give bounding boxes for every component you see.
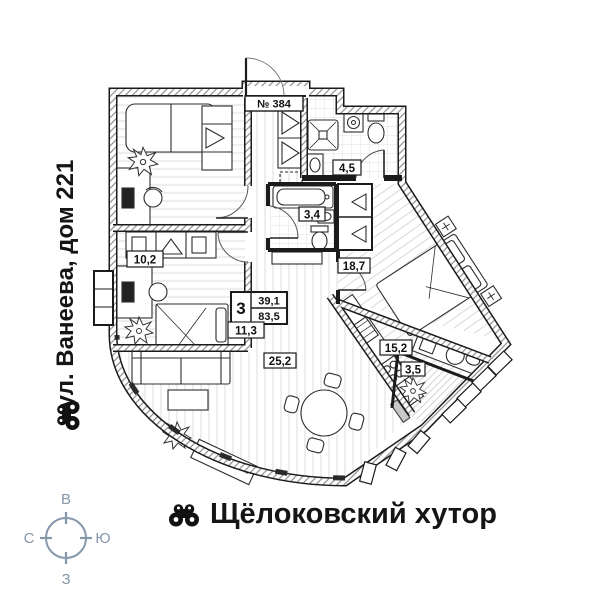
svg-text:18,7: 18,7 (343, 261, 365, 273)
dining-table (300, 389, 348, 437)
doors (215, 149, 385, 291)
label-balcony-3-5: 3,5 (400, 361, 426, 377)
label-wc-3-4: 3,4 (298, 206, 326, 222)
svg-text:3,5: 3,5 (405, 365, 422, 377)
exterior-unit (93, 270, 114, 326)
label-living-25-2: 25,2 (263, 352, 297, 369)
shoe-bench (271, 251, 323, 265)
street-binoculars-icon (57, 402, 80, 430)
chair (148, 282, 168, 302)
apartment-number-text: № 384 (257, 99, 292, 111)
compass-left: С (24, 530, 35, 547)
compass-ticks (40, 512, 92, 564)
svg-text:15,2: 15,2 (385, 343, 407, 355)
label-bathroom-4-5: 4,5 (332, 159, 362, 176)
svg-text:11,3: 11,3 (235, 326, 257, 338)
apartment-number: № 384 (244, 95, 304, 112)
district-binoculars-icon (169, 503, 199, 526)
toilet-tank (310, 225, 329, 233)
svg-text:25,2: 25,2 (269, 356, 291, 368)
toilet-tank (367, 113, 385, 122)
living-area: 39,1 (258, 296, 279, 308)
desk (113, 265, 153, 319)
dining-chairs (283, 372, 365, 454)
label-kitchen-15-2: 15,2 (379, 339, 413, 356)
monitor (121, 281, 135, 303)
total-area: 83,5 (258, 311, 279, 323)
toilet (367, 122, 385, 144)
chair (143, 188, 163, 208)
label-hallway-11-3: 11,3 (227, 321, 265, 339)
compass-bottom: З (61, 571, 70, 588)
compass-top: В (61, 491, 71, 508)
street-label-text: ул. Ванеева, дом 221 (52, 159, 79, 409)
terrace-railing (358, 350, 513, 485)
monitor (121, 187, 135, 209)
walls (93, 80, 512, 487)
entrance-door (243, 57, 309, 98)
district-label: Щёлоковский хутор (168, 498, 497, 531)
svg-text:4,5: 4,5 (339, 163, 356, 175)
toilet (311, 231, 328, 251)
room-area-labels: 10,2 11,3 4,5 3,4 18,7 15,2 3,5 25,2 (126, 159, 426, 377)
bed (376, 215, 503, 336)
summary-box: 3 39,1 83,5 (230, 291, 288, 325)
compass: В Ю З С (24, 491, 111, 588)
street-label: ул. Ванеева, дом 221 (50, 156, 82, 412)
compass-right: Ю (95, 530, 110, 547)
label-bedroom-18-7: 18,7 (337, 257, 371, 274)
district-label-text: Щёлоковский хутор (210, 498, 497, 530)
rooms-count: 3 (236, 299, 245, 318)
coffee-table (167, 389, 209, 411)
svg-text:10,2: 10,2 (134, 255, 156, 267)
svg-text:3,4: 3,4 (304, 210, 321, 222)
label-room-10-2: 10,2 (126, 250, 164, 268)
living-room-floor (115, 296, 412, 481)
pillow (215, 307, 227, 343)
hanger-icon (158, 238, 184, 255)
